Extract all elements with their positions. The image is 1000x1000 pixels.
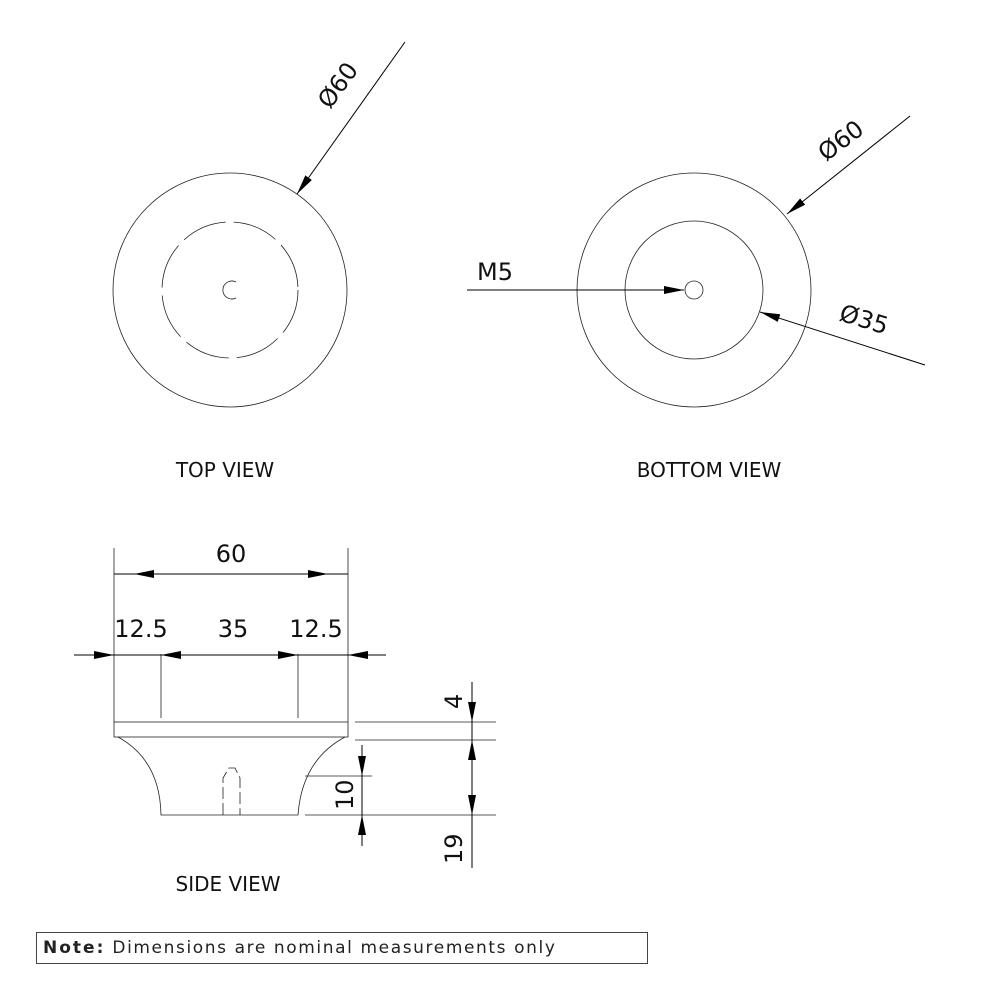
m5-label: M5 xyxy=(477,258,513,286)
top-view-leader xyxy=(296,41,406,195)
bottom-view-center-hole xyxy=(684,280,704,300)
top-view: Ø60 TOP VIEW xyxy=(112,41,406,482)
side-view-top-plate xyxy=(113,721,349,738)
bottom-outer-diameter-label: Ø60 xyxy=(813,115,869,167)
dim-hole-depth-label: 10 xyxy=(331,779,359,810)
dim-right-step-label: 12.5 xyxy=(289,615,342,643)
bottom-inner-diameter-label: Ø35 xyxy=(836,299,891,340)
side-view: 60 12.5 35 12.5 4 19 10 SIDE V xyxy=(74,540,496,896)
top-view-center-hole xyxy=(222,280,237,300)
dim-overall-height-label: 19 xyxy=(440,833,468,864)
bottom-outer-leader xyxy=(786,115,911,215)
bottom-view: M5 Ø60 Ø35 BOTTOM VIEW xyxy=(467,115,926,482)
dim-top-thickness-label: 4 xyxy=(440,694,468,709)
dim-left-step-label: 12.5 xyxy=(114,615,167,643)
side-view-body xyxy=(117,736,346,816)
dim-center-width-label: 35 xyxy=(218,615,249,643)
bottom-view-label: BOTTOM VIEW xyxy=(637,458,782,482)
dim-60-label: 60 xyxy=(216,540,247,568)
top-view-label: TOP VIEW xyxy=(175,458,275,482)
side-view-label: SIDE VIEW xyxy=(176,872,281,896)
top-view-outer-circle xyxy=(112,172,348,408)
bottom-inner-leader xyxy=(759,311,926,366)
top-view-diameter-label: Ø60 xyxy=(312,57,364,113)
side-view-hidden-hole xyxy=(222,767,241,815)
top-view-hidden-circle xyxy=(161,221,299,359)
note-box: Note: Dimensions are nominal measurement… xyxy=(36,932,648,964)
note-prefix: Note: xyxy=(43,938,106,958)
note-text: Dimensions are nominal measurements only xyxy=(105,938,557,958)
